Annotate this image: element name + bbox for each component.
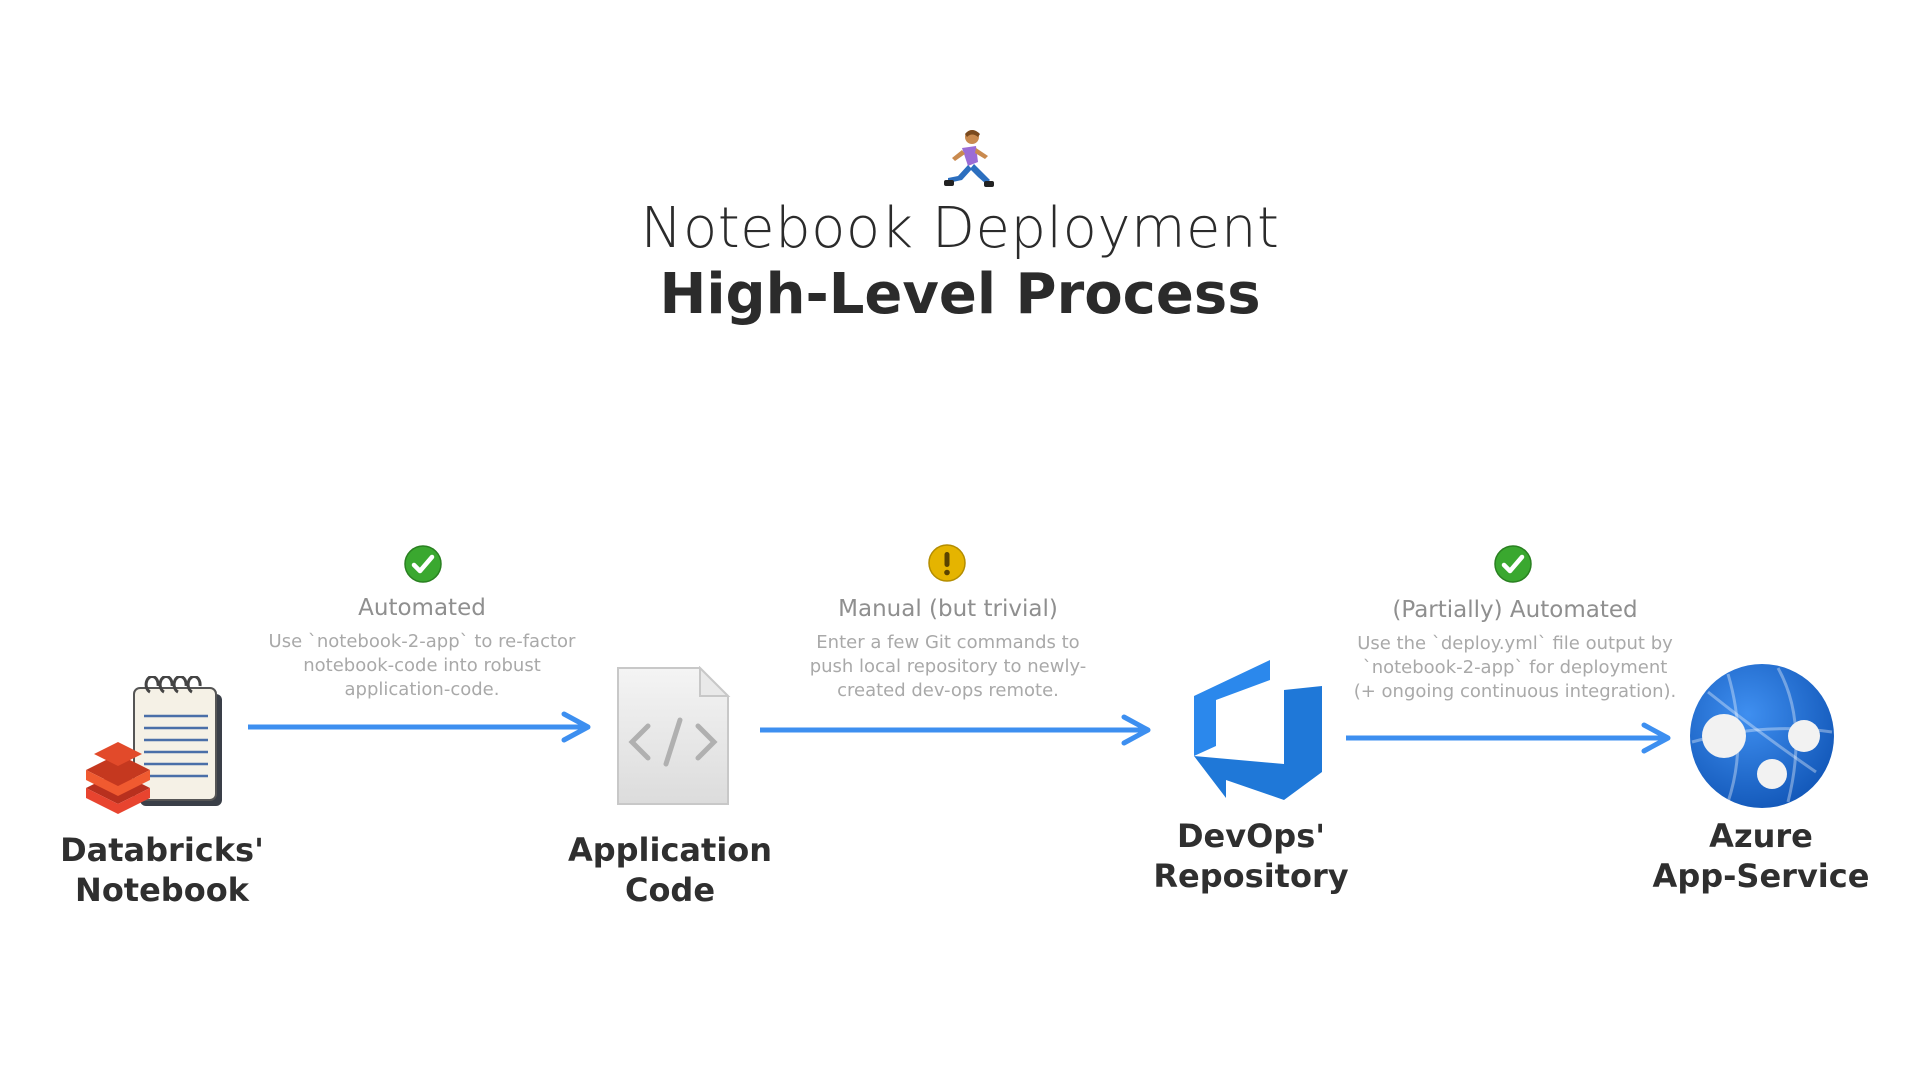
node-label-notebook: Databricks' Notebook <box>60 831 264 909</box>
node-label-code: Application Code <box>567 831 773 909</box>
step-2-description: Enter a few Git commands to push local r… <box>809 632 1087 701</box>
running-person-icon <box>944 130 994 187</box>
step-1-description: Use `notebook-2-app` to re-factor notebo… <box>268 631 576 700</box>
arrow-code-to-devops <box>760 714 1151 746</box>
step-3-title: (Partially) Automated <box>1392 597 1638 623</box>
warning-icon <box>928 544 966 582</box>
step-1-title: Automated <box>358 595 486 621</box>
check-icon <box>404 545 442 583</box>
step-2-title: Manual (but trivial) <box>838 596 1058 622</box>
arrow-notebook-to-code <box>248 711 591 743</box>
check-icon <box>1494 545 1532 583</box>
azure-app-service-icon <box>1690 664 1834 808</box>
step-3-description: Use the `deploy.yml` file output by `not… <box>1353 633 1677 702</box>
diagram-title: Notebook Deployment <box>640 196 1280 261</box>
azure-devops-icon <box>1194 660 1322 800</box>
databricks-notebook-icon <box>86 676 222 814</box>
node-label-devops: DevOps' Repository <box>1153 817 1349 895</box>
node-label-azure: Azure App-Service <box>1652 817 1870 895</box>
diagram-subtitle: High-Level Process <box>659 262 1261 327</box>
arrow-devops-to-azure <box>1346 722 1671 754</box>
code-file-icon <box>617 666 731 805</box>
